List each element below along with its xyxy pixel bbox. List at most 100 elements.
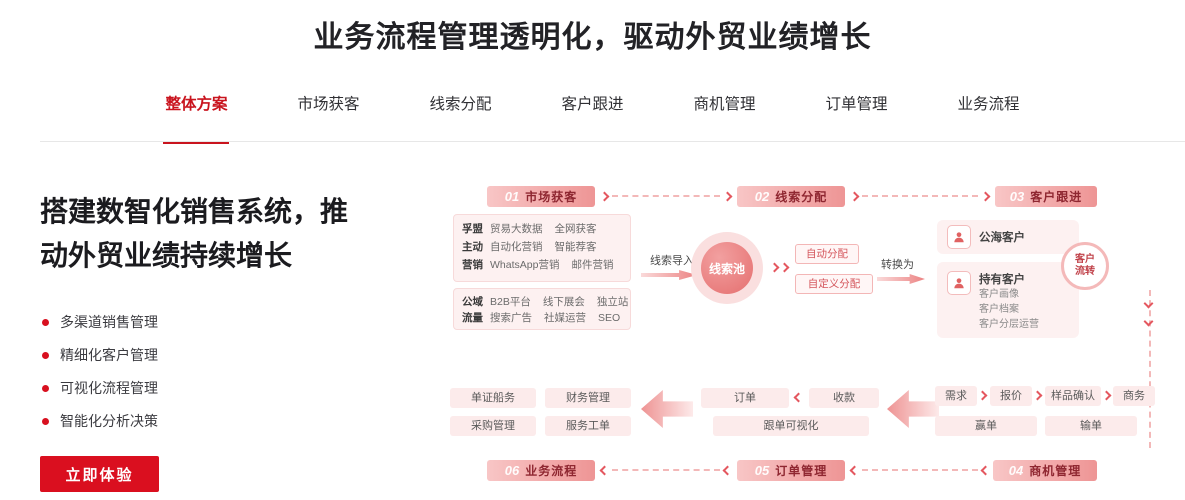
user-focus-icon [947, 271, 971, 295]
try-now-button[interactable]: 立即体验 [40, 456, 159, 492]
bullet-dot-icon [42, 384, 49, 392]
stage-label: 业务流程 [525, 464, 578, 478]
lead-import-label: 线索导入 [650, 255, 694, 267]
channel-item: 搜索广告 [490, 312, 532, 324]
channel-item: 独立站 [596, 296, 629, 308]
market-row: 孚盟 贸易大数据 全网获客 [462, 220, 622, 238]
chevron-left-icon [980, 465, 991, 475]
process-box: 单证船务 [450, 388, 536, 408]
custom-assign-box: 自定义分配 [795, 274, 873, 294]
market-row: 主动 自动化营销 智能荐客 [462, 238, 622, 256]
row-label: 营销 [462, 259, 483, 271]
opportunity-step: 商务 [1113, 386, 1155, 406]
order-box: 订单 [701, 388, 789, 408]
feature-label: 可视化流程管理 [60, 380, 158, 396]
heading-line-1: 搭建数智化销售系统，推 [40, 196, 349, 227]
chevron-right-icon [980, 191, 991, 201]
stage-number: 03 [1009, 189, 1025, 204]
convert-label: 转换为 [881, 259, 914, 271]
stage-label: 客户跟进 [1030, 190, 1083, 204]
channel-item: B2B平台 [490, 296, 531, 308]
stage-badge-followup: 03 客户跟进 [995, 186, 1097, 207]
channel-item: 自动化营销 [490, 241, 543, 253]
channel-item: 线下展会 [542, 296, 585, 308]
stage-badge-opportunity: 04 商机管理 [993, 460, 1097, 481]
row-label: 孚盟 [462, 223, 483, 235]
feature-label: 精细化客户管理 [60, 347, 158, 363]
opportunity-step: 报价 [990, 386, 1032, 406]
tab-market-acquisition[interactable]: 市场获客 [297, 96, 360, 113]
process-box: 财务管理 [545, 388, 631, 408]
payment-box: 收款 [809, 388, 879, 408]
big-arrow-left-icon [887, 390, 939, 428]
market-row: 营销 WhatsApp营销 邮件营销 [462, 256, 622, 274]
process-diagram: 01 市场获客 02 线索分配 03 客户跟进 孚盟 贸易大数据 全网获客 [445, 182, 1165, 494]
tab-overall-plan[interactable]: 整体方案 [163, 92, 230, 144]
tab-lead-assignment[interactable]: 线索分配 [429, 96, 492, 113]
channel-item: 全网获客 [554, 223, 597, 235]
tab-order-management[interactable]: 订单管理 [825, 96, 888, 113]
stage-number: 06 [504, 463, 520, 478]
channel-item: WhatsApp营销 [490, 259, 560, 271]
tab-opportunity-management[interactable]: 商机管理 [693, 96, 756, 113]
lead-pool-circle: 线索池 [691, 232, 763, 304]
dashed-arrow-right-icon [599, 191, 733, 201]
double-chevron-right-icon [769, 262, 790, 273]
customer-feature: 客户分层运营 [979, 319, 1039, 330]
dashed-line [612, 195, 720, 197]
row-label: 主动 [462, 241, 483, 253]
opportunity-step: 需求 [935, 386, 977, 406]
lose-box: 输单 [1045, 416, 1137, 436]
chevron-right-icon [769, 262, 780, 273]
section-heading: 搭建数智化销售系统，推 动外贸业绩持续增长 [40, 190, 348, 278]
divider [40, 141, 1185, 142]
market-row: 流量 搜索广告 社媒运营 SEO [462, 310, 622, 326]
channel-item: 智能荐客 [554, 241, 597, 253]
win-box: 赢单 [935, 416, 1037, 436]
list-item: 可视化流程管理 [42, 378, 158, 398]
flow-arrow-right-icon [641, 270, 697, 280]
flow-arrow-right-icon [877, 274, 925, 284]
market-row: 公域 B2B平台 线下展会 独立站 [462, 294, 628, 310]
chevron-right-icon [977, 390, 988, 401]
channel-item: SEO [598, 312, 621, 324]
chevron-right-icon [779, 262, 790, 273]
stage-number: 05 [754, 463, 770, 478]
process-box: 服务工单 [545, 416, 631, 436]
order-tracking-box: 跟单可视化 [713, 416, 869, 436]
tab-business-process[interactable]: 业务流程 [957, 96, 1020, 113]
public-customer-label: 公海客户 [979, 232, 1025, 244]
tab-customer-followup[interactable]: 客户跟进 [561, 96, 624, 113]
owned-customer-label: 持有客户 [979, 274, 1025, 286]
stage-number: 01 [504, 189, 520, 204]
chevron-left-icon [722, 465, 733, 475]
channel-item: 社媒运营 [544, 312, 586, 324]
dashed-line [862, 469, 978, 471]
chevron-right-icon [1101, 390, 1112, 401]
stage-number: 02 [754, 189, 770, 204]
feature-list: 多渠道销售管理 精细化客户管理 可视化流程管理 智能化分析决策 [42, 312, 158, 444]
stage-number: 04 [1008, 463, 1024, 478]
user-focus-icon [947, 225, 971, 249]
chevron-right-icon [1032, 390, 1043, 401]
list-item: 精细化客户管理 [42, 345, 158, 365]
dashed-arrow-right-icon [849, 191, 991, 201]
auto-assign-box: 自动分配 [795, 244, 859, 264]
owned-customer-box: 持有客户 客户画像 客户档案 客户分层运营 [937, 262, 1079, 338]
opportunity-step: 样品确认 [1045, 386, 1101, 406]
bullet-dot-icon [42, 318, 49, 326]
customer-feature: 客户档案 [979, 304, 1019, 315]
dashed-arrow-left-icon [599, 465, 733, 475]
page-title: 业务流程管理透明化，驱动外贸业绩增长 [313, 21, 872, 54]
public-traffic-box: 公域 B2B平台 线下展会 独立站 流量 搜索广告 社媒运营 SEO [453, 288, 631, 330]
heading-line-2: 动外贸业绩持续增长 [40, 240, 293, 271]
stage-label: 商机管理 [1029, 464, 1082, 478]
stage-badge-process: 06 业务流程 [487, 460, 595, 481]
vertical-dashed-line [1149, 290, 1151, 448]
lead-pool-label: 线索池 [701, 242, 753, 294]
customer-flow-circle: 客户流转 [1061, 242, 1109, 290]
bullet-dot-icon [42, 417, 49, 425]
dashed-line [862, 195, 978, 197]
feature-label: 多渠道销售管理 [60, 314, 158, 330]
